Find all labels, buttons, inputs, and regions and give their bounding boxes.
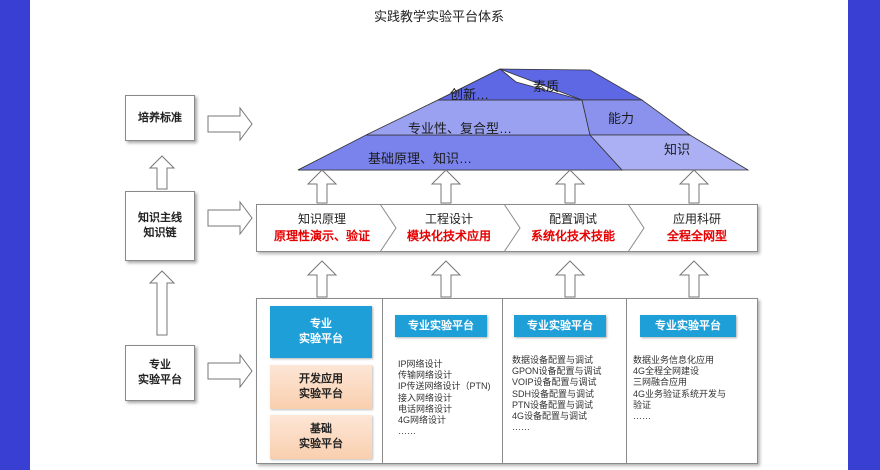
stage-4-name: 应用科研 xyxy=(672,212,721,226)
pyramid-label-innovation: 创新… xyxy=(450,87,490,102)
box-training-standard-label: 培养标准 xyxy=(138,111,182,124)
list-item: 4G设备配置与调试 xyxy=(512,411,588,422)
bottom-up-arrows xyxy=(306,260,710,298)
list-item: …… xyxy=(633,411,651,422)
stage-4-highlight: 全程全网型 xyxy=(666,229,727,243)
list-item: IP网络设计 xyxy=(398,359,443,369)
column-1-list: IP网络设计 传输网络设计 IP传送网络设计（PTN) 接入网络设计 电话网络设… xyxy=(398,359,491,437)
list-item: 数据业务信息化应用 xyxy=(633,355,715,365)
diagram-title: 实践教学实验平台体系 xyxy=(373,9,504,24)
pyramid-label-quality: 素质 xyxy=(533,79,560,94)
platform-basic: 基础 实验平台 xyxy=(270,415,372,459)
list-item: VOIP设备配置与调试 xyxy=(512,377,597,388)
diagram-graphics xyxy=(148,68,750,389)
pyramid-label-ability: 能力 xyxy=(608,111,635,126)
stage-knowledge-principle: 知识原理 原理性演示、验证 xyxy=(260,211,384,245)
column-2-button-label: 专业实验平台 xyxy=(527,319,593,332)
stage-3-highlight: 系统化技术技能 xyxy=(530,229,615,243)
stage-applied-research: 应用科研 全程全网型 xyxy=(642,211,752,245)
right-arrows xyxy=(207,106,253,389)
stage-2-name: 工程设计 xyxy=(424,212,473,226)
list-item: 验证 xyxy=(633,399,652,410)
list-item: 传输网络设计 xyxy=(398,370,453,381)
platform-professional: 专业 实验平台 xyxy=(270,306,372,358)
list-item: …… xyxy=(512,422,530,433)
list-item: IP传送网络设计（PTN) xyxy=(398,381,491,392)
list-item: 接入网络设计 xyxy=(398,392,453,403)
platform-development: 开发应用 实验平台 xyxy=(270,365,372,409)
list-item: 电话网络设计 xyxy=(398,403,453,414)
list-item: SDH设备配置与调试 xyxy=(512,388,595,399)
stage-up-arrows xyxy=(306,169,710,204)
list-item: 4G业务验证系统开发与 xyxy=(633,388,727,399)
pyramid-label-professional: 专业性、复合型… xyxy=(408,121,513,136)
column-3-button-label: 专业实验平台 xyxy=(655,319,721,332)
column-3-list: 数据业务信息化应用 4G全程全网建设 三网融合应用 4G业务验证系统开发与 验证… xyxy=(633,355,726,422)
box-experiment-platform-label: 专业 实验平台 xyxy=(138,359,182,386)
list-item: GPON设备配置与调试 xyxy=(512,366,602,377)
platform-divider-2 xyxy=(502,298,503,464)
list-item: …… xyxy=(398,426,416,437)
list-item: 三网融合应用 xyxy=(633,377,688,388)
pyramid-label-knowledge: 知识 xyxy=(664,142,691,157)
stage-engineering-design: 工程设计 模块化技术应用 xyxy=(394,211,504,245)
left-up-arrows xyxy=(148,155,176,336)
stage-chevrons xyxy=(379,204,645,252)
box-knowledge-chain: 知识主线 知识链 xyxy=(125,191,195,261)
platform-development-label: 开发应用 实验平台 xyxy=(299,373,343,400)
stage-row xyxy=(256,204,758,252)
stage-1-name: 知识原理 xyxy=(297,212,346,226)
stage-config-debug: 配置调试 系统化技术技能 xyxy=(518,211,628,245)
box-knowledge-chain-label: 知识主线 知识链 xyxy=(138,212,182,239)
list-item: 4G全程全网建设 xyxy=(633,366,700,377)
column-1-button: 专业实验平台 xyxy=(395,315,487,337)
platform-basic-label: 基础 实验平台 xyxy=(299,423,343,450)
stage-1-highlight: 原理性演示、验证 xyxy=(273,229,370,243)
list-item: PTN设备配置与调试 xyxy=(512,399,594,410)
list-item: 数据设备配置与调试 xyxy=(512,355,594,365)
platform-professional-label: 专业 实验平台 xyxy=(299,318,343,345)
pyramid-right-face xyxy=(499,68,750,171)
column-1-button-label: 专业实验平台 xyxy=(408,319,474,332)
box-experiment-platform: 专业 实验平台 xyxy=(125,345,195,401)
platform-divider-1 xyxy=(382,298,383,464)
stage-3-name: 配置调试 xyxy=(548,212,597,226)
pyramid-left-face xyxy=(297,68,624,171)
stage-2-highlight: 模块化技术应用 xyxy=(406,229,491,243)
platform-divider-3 xyxy=(626,298,627,464)
column-2-list: 数据设备配置与调试 GPON设备配置与调试 VOIP设备配置与调试 SDH设备配… xyxy=(512,355,602,433)
column-2-button: 专业实验平台 xyxy=(514,315,606,337)
column-3-button: 专业实验平台 xyxy=(640,315,736,337)
box-training-standard: 培养标准 xyxy=(125,95,195,141)
diagram-canvas: 实践教学实验平台体系 xyxy=(30,0,848,470)
list-item: 4G网络设计 xyxy=(398,415,447,426)
pyramid-label-basic: 基础原理、知识… xyxy=(368,151,473,166)
